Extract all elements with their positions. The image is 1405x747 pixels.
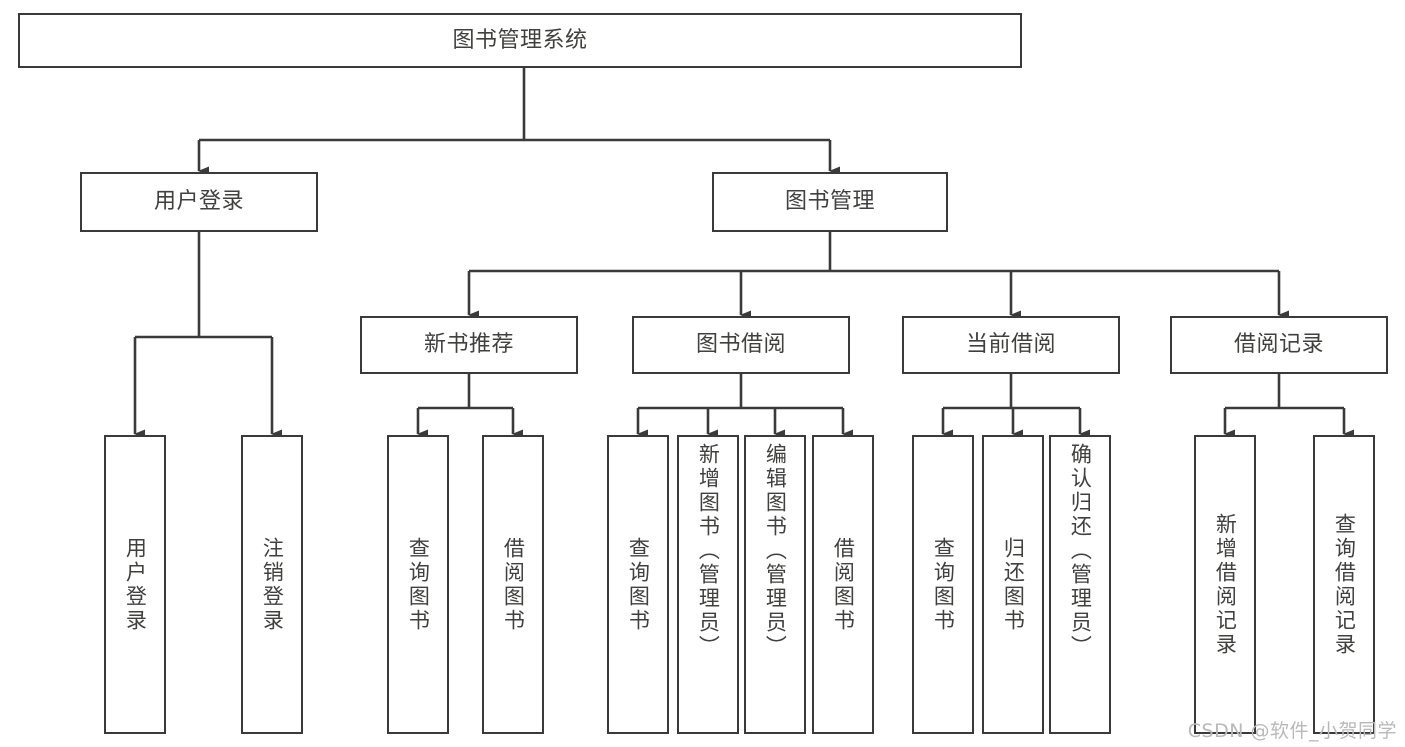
leaf-query-books-current[interactable]: 查询图书: [912, 435, 974, 734]
node-book-manage-label: 图书管理: [784, 189, 875, 215]
leaf-query-books-current-label: 查询图书: [931, 536, 956, 633]
leaf-borrow-books-recommend[interactable]: 借阅图书: [482, 435, 544, 734]
leaf-user-logout[interactable]: 注销登录: [241, 435, 303, 734]
leaf-add-borrow-record[interactable]: 新增借阅记录: [1194, 435, 1256, 734]
leaf-user-logout-label: 注销登录: [260, 536, 285, 633]
node-book-manage[interactable]: 图书管理: [712, 172, 948, 232]
leaf-confirm-return-admin[interactable]: 确认归还（管理员）: [1049, 435, 1111, 734]
leaf-query-borrow-record-label: 查询借阅记录: [1332, 512, 1357, 657]
leaf-query-borrow-record[interactable]: 查询借阅记录: [1313, 435, 1375, 734]
node-root-label: 图书管理系统: [452, 27, 588, 53]
leaf-query-books-borrow-label: 查询图书: [626, 536, 651, 633]
watermark-credit: CSDN @软件_小贺同学: [1187, 720, 1397, 742]
leaf-borrow-books-recommend-label: 借阅图书: [501, 536, 526, 633]
leaf-user-login-label: 用户登录: [123, 536, 148, 633]
node-user-login-label: 用户登录: [153, 189, 244, 215]
leaf-confirm-return-admin-label: 确认归还（管理员）: [1068, 443, 1093, 659]
node-current-borrow[interactable]: 当前借阅: [902, 316, 1120, 374]
leaf-add-borrow-record-label: 新增借阅记录: [1213, 512, 1238, 657]
leaf-borrow-books-borrow[interactable]: 借阅图书: [812, 435, 874, 734]
leaf-edit-book-admin-label: 编辑图书（管理员）: [763, 443, 788, 659]
leaf-return-books[interactable]: 归还图书: [982, 435, 1044, 734]
node-new-book-recommend[interactable]: 新书推荐: [360, 316, 578, 374]
node-new-book-recommend-label: 新书推荐: [423, 332, 514, 358]
leaf-query-books-borrow[interactable]: 查询图书: [607, 435, 669, 734]
leaf-edit-book-admin[interactable]: 编辑图书（管理员）: [744, 435, 806, 734]
node-borrow-record-label: 借阅记录: [1233, 332, 1324, 358]
leaf-borrow-books-borrow-label: 借阅图书: [831, 536, 856, 633]
leaf-user-login[interactable]: 用户登录: [104, 435, 166, 734]
node-book-borrow[interactable]: 图书借阅: [632, 316, 850, 374]
node-current-borrow-label: 当前借阅: [965, 332, 1056, 358]
leaf-query-books-recommend[interactable]: 查询图书: [387, 435, 449, 734]
leaf-add-book-admin-label: 新增图书（管理员）: [696, 443, 721, 659]
leaf-add-book-admin[interactable]: 新增图书（管理员）: [677, 435, 739, 734]
node-borrow-record[interactable]: 借阅记录: [1170, 316, 1388, 374]
leaf-return-books-label: 归还图书: [1001, 536, 1026, 633]
node-user-login[interactable]: 用户登录: [80, 172, 318, 232]
node-book-borrow-label: 图书借阅: [695, 332, 786, 358]
node-root[interactable]: 图书管理系统: [18, 13, 1022, 68]
leaf-query-books-recommend-label: 查询图书: [406, 536, 431, 633]
